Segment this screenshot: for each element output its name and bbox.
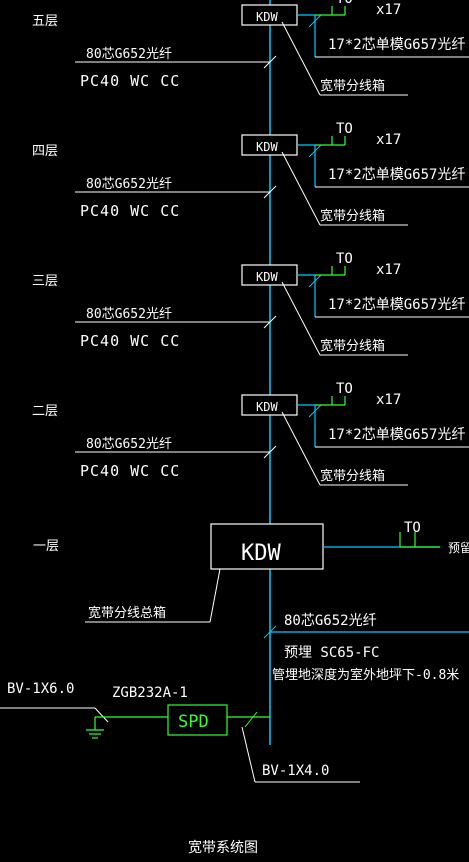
kdw-label: KDW — [256, 10, 278, 24]
branch-tick — [308, 404, 322, 418]
cable-label: 17*2芯单模G657光纤 — [328, 427, 465, 443]
dist-label: 宽带分线箱 — [320, 208, 385, 224]
bv2-label: BV-1X4.0 — [262, 763, 329, 779]
main-box-leader — [209, 568, 221, 623]
zgb-label: ZGB232A-1 — [112, 685, 188, 701]
cable-label: 17*2芯单模G657光纤 — [328, 167, 465, 183]
floor-group: 二层 KDW 80芯G652光纤 PC40 WC CC 宽带分线箱 TO x17 17*2芯单… — [32, 381, 469, 486]
fiber-label: 80芯G652光纤 — [86, 47, 172, 62]
dist-label: 宽带分线箱 — [320, 468, 385, 484]
ground-depth-label: 管埋地深度为室外地坪下-0.8米 — [272, 667, 459, 683]
bv1-leader — [94, 707, 109, 723]
bv1-label: BV-1X6.0 — [7, 681, 74, 697]
branch-tick — [308, 274, 322, 288]
outlet-label: TO — [336, 381, 353, 397]
dist-leader — [281, 411, 321, 486]
branch-tick — [308, 144, 322, 158]
conduit-label: PC40 WC CC — [80, 72, 180, 90]
outlet-label: TO — [336, 251, 353, 267]
outlet-count: x17 — [376, 2, 401, 18]
dist-leader — [281, 21, 321, 96]
floor-group: 四层 KDW 80芯G652光纤 PC40 WC CC 宽带分线箱 TO x17 17*2芯单… — [32, 121, 469, 226]
fiber-tick — [263, 185, 277, 199]
main-kdw-label: KDW — [241, 541, 281, 566]
kdw-label: KDW — [256, 140, 278, 154]
fiber-label: 80芯G652光纤 — [86, 307, 172, 322]
floor-label: 二层 — [32, 404, 58, 419]
cable-label: 17*2芯单模G657光纤 — [328, 297, 465, 313]
ground-fiber-tick — [263, 625, 277, 639]
ground-fiber-label: 80芯G652光纤 — [284, 613, 377, 629]
cable-label: 17*2芯单模G657光纤 — [328, 37, 465, 53]
outlet-label: TO — [336, 0, 353, 7]
diagram-title: 宽带系统图 — [188, 839, 258, 856]
fiber-tick — [263, 315, 277, 329]
main-kdw-box — [210, 523, 324, 570]
dist-label: 宽带分线箱 — [320, 78, 385, 94]
conduit-label: PC40 WC CC — [80, 332, 180, 350]
outlet-label: TO — [336, 121, 353, 137]
fiber-label: 80芯G652光纤 — [86, 437, 172, 452]
floor-label: 五层 — [32, 14, 58, 29]
outlet-count: x17 — [376, 392, 401, 408]
spd-box — [167, 704, 228, 736]
ground-conduit-label: 预埋 SC65-FC — [284, 645, 379, 661]
fiber-tick — [263, 55, 277, 69]
spd-label: SPD — [178, 712, 209, 732]
bv2-leader — [241, 726, 256, 783]
ground-outlet-label: TO — [404, 520, 421, 536]
kdw-label: KDW — [256, 400, 278, 414]
floor-label-1: 一层 — [33, 539, 59, 554]
fiber-label: 80芯G652光纤 — [86, 177, 172, 192]
conduit-label: PC40 WC CC — [80, 202, 180, 220]
dist-label: 宽带分线箱 — [320, 338, 385, 354]
fiber-tick — [263, 445, 277, 459]
floor-label: 四层 — [32, 144, 58, 159]
floor-group: 三层 KDW 80芯G652光纤 PC40 WC CC 宽带分线箱 TO x17 17*2芯单… — [32, 251, 469, 356]
ground-outlet-note: 预留 — [448, 541, 469, 555]
outlet-count: x17 — [376, 132, 401, 148]
dist-leader — [281, 151, 321, 226]
spd-tick — [244, 711, 258, 728]
floor-label: 三层 — [32, 274, 58, 289]
floor-group: 五层 KDW 80芯G652光纤 PC40 WC CC 宽带分线箱 TO x17 17*2芯单… — [32, 0, 469, 96]
conduit-label: PC40 WC CC — [80, 462, 180, 480]
main-box-label: 宽带分线总箱 — [88, 605, 166, 621]
kdw-label: KDW — [256, 270, 278, 284]
branch-tick — [308, 14, 322, 28]
dist-leader — [281, 281, 321, 356]
outlet-count: x17 — [376, 262, 401, 278]
